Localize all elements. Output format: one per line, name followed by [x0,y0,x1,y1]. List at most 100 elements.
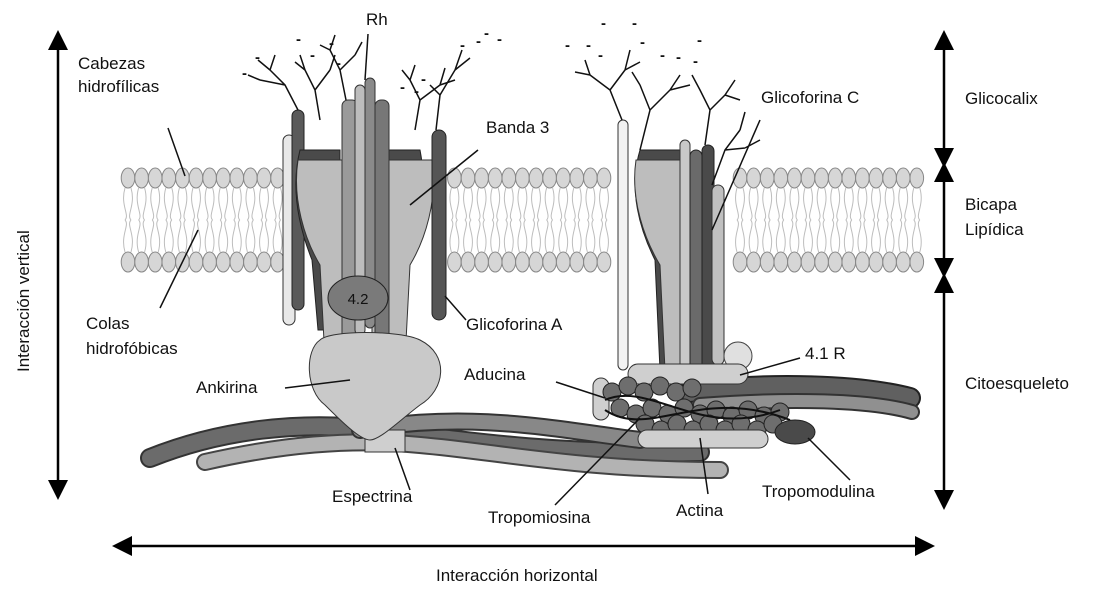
label-hidrofobicas: hidrofóbicas [86,338,178,360]
lipid-tail [491,188,500,252]
lipid-head [570,168,584,188]
lipid-head [502,252,516,272]
lipid-head [148,252,162,272]
lipid-tail [192,188,201,252]
lipid-head [271,252,285,272]
lipid-head [910,252,924,272]
label-glicocalix: Glicocalix [965,88,1038,110]
lipid-head [502,168,516,188]
charge-mark: - [310,47,315,64]
lipid-head [570,252,584,272]
lipid-head [556,168,570,188]
lipid-tail [246,188,255,252]
lipid-tail [790,188,799,252]
lipid-head [529,168,543,188]
lipid-tail [586,188,595,252]
lipid-head [257,252,271,272]
lipid-tail [831,188,840,252]
lipid-head [488,252,502,272]
label-interaccion-horizontal: Interacción horizontal [436,565,598,587]
lipid-head [584,168,598,188]
lipid-head [516,252,530,272]
lipid-head [461,252,475,272]
actin-junction [593,364,912,448]
actin-monomer [619,377,637,395]
lipid-tail [572,188,581,252]
label-citoesqueleto: Citoesqueleto [965,373,1069,395]
lipid-head [216,252,230,272]
lipid-tail [872,188,881,252]
actin-monomer [683,379,701,397]
charge-mark: - [421,71,426,88]
label-espectrina: Espectrina [332,486,412,508]
lipid-tail [817,188,826,252]
charge-mark: - [640,34,645,51]
charge-mark: - [697,32,702,49]
charge-mark: - [255,49,260,66]
charge-mark: - [460,37,465,54]
lipid-tail [504,188,513,252]
charge-mark: - [676,49,681,66]
label-hidrofilicas: hidrofílicas [78,76,159,98]
lipid-head [162,252,176,272]
lipid-head [842,252,856,272]
label-interaccion-vertical: Interacción vertical [13,230,35,372]
charge-mark: - [660,47,665,64]
lipid-head [584,252,598,272]
charge-mark: - [632,15,637,32]
lipid-head [556,252,570,272]
lipid-head [842,168,856,188]
charge-mark: - [296,31,301,48]
lipid-head [869,168,883,188]
lipid-tail [736,188,745,252]
charge-mark: - [497,31,502,48]
charge-mark: - [586,37,591,54]
lipid-tail [749,188,758,252]
lipid-tail [273,188,282,252]
hydrophilic-heads-top [121,168,923,188]
lipid-head [788,168,802,188]
lipid-head [176,168,190,188]
charge-mark: - [598,47,603,64]
lipid-tail [532,188,541,252]
spectrin-filaments [150,421,720,470]
lipid-head [475,168,489,188]
charge-mark: - [693,53,698,70]
label-rh: Rh [366,9,388,31]
label-41r: 4.1 R [805,343,846,365]
lipid-head [543,252,557,272]
actin-monomer [651,377,669,395]
lipid-head [257,168,271,188]
lipid-head [828,252,842,272]
lipid-head [271,168,285,188]
label-aducina: Aducina [464,364,525,386]
charge-mark: - [601,15,606,32]
axis-arrows [58,40,944,546]
lipid-head [135,168,149,188]
lipid-tail [763,188,772,252]
lipid-head [203,252,217,272]
lipid-tail [600,188,609,252]
lipid-head [869,252,883,272]
actin-monomer [667,383,685,401]
lipid-head [747,168,761,188]
label-ankirina: Ankirina [196,377,257,399]
lipid-tail [164,188,173,252]
lipid-head [244,252,258,272]
label-tropomodulina: Tropomodulina [762,481,875,503]
label-banda3: Banda 3 [486,117,549,139]
lipid-head [461,168,475,188]
label-glicoforina-a: Glicoforina A [466,314,562,336]
label-tropomiosina: Tropomiosina [488,507,590,529]
lipid-head [733,252,747,272]
lipid-head [774,252,788,272]
lipid-tail [559,188,568,252]
lipid-head [774,168,788,188]
charge-mark: - [329,35,334,52]
lipid-tail [885,188,894,252]
label-glicoforina-c: Glicoforina C [761,87,859,109]
label-cabezas: Cabezas [78,53,145,75]
lipid-head [760,168,774,188]
lipid-tail [858,188,867,252]
lipid-tail [450,188,459,252]
